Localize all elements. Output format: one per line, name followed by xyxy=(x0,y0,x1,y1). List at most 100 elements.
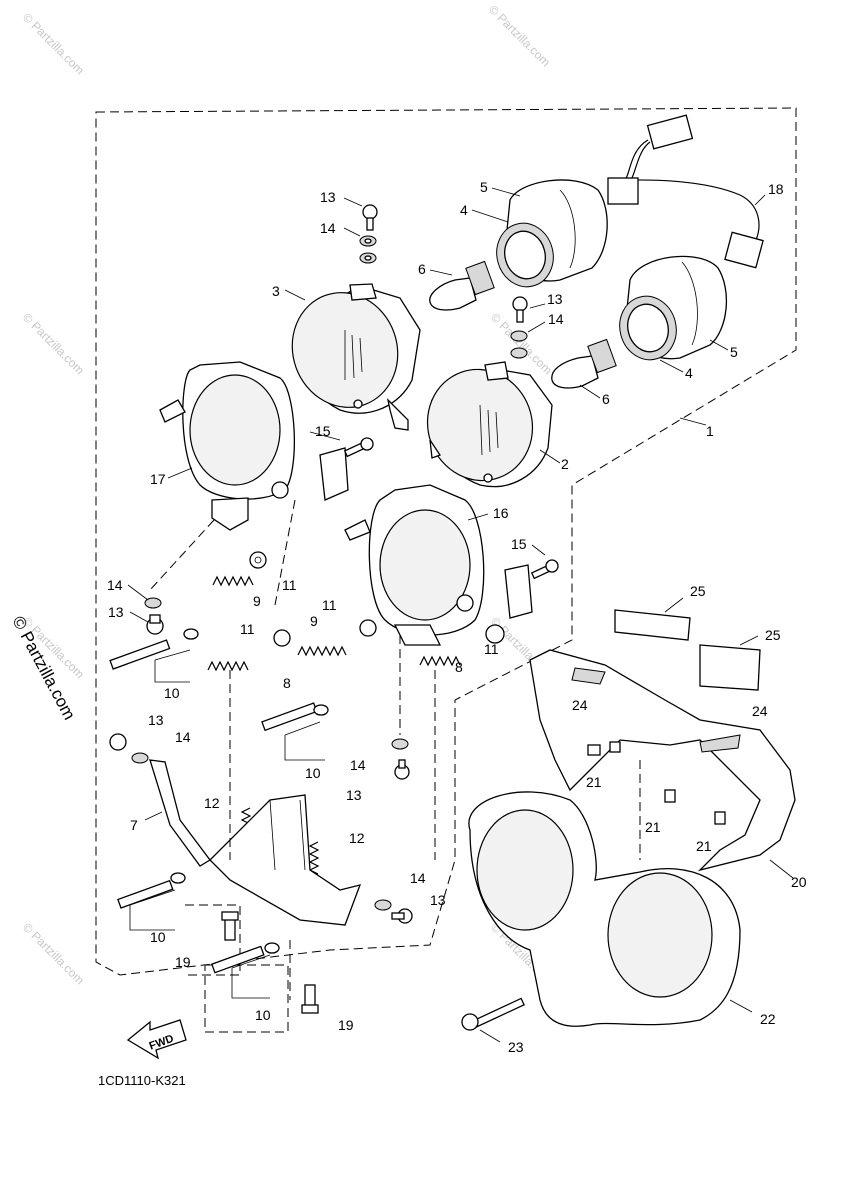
grommet-11 xyxy=(249,551,267,569)
callout-14: 14 xyxy=(320,220,336,236)
callout-17: 17 xyxy=(150,471,166,487)
callout-15: 15 xyxy=(511,536,527,552)
spring-9 xyxy=(212,575,254,587)
spring-12 xyxy=(308,841,320,875)
grommet-11 xyxy=(273,629,291,647)
callout-14: 14 xyxy=(410,870,426,886)
callout-24: 24 xyxy=(752,703,768,719)
headlight-housing-5-lower xyxy=(619,255,728,361)
washer-14 xyxy=(144,597,162,609)
spring-9 xyxy=(297,645,347,657)
callout-10: 10 xyxy=(164,685,180,701)
callout-13: 13 xyxy=(346,787,362,803)
callout-9: 9 xyxy=(310,613,318,629)
screw-13 xyxy=(362,204,378,231)
bolt-15 xyxy=(530,559,559,580)
callout-24: 24 xyxy=(572,697,588,713)
washer-14 xyxy=(391,738,409,750)
watermark: © Partzilla.com xyxy=(20,10,87,77)
callout-25: 25 xyxy=(690,583,706,599)
callout-4: 4 xyxy=(460,202,468,218)
watermark: © Partzilla.com xyxy=(486,2,553,69)
callout-10: 10 xyxy=(305,765,321,781)
callout-19: 19 xyxy=(338,1017,354,1033)
callout-5: 5 xyxy=(730,344,738,360)
headlight-unit-3 xyxy=(291,283,421,431)
spring-8 xyxy=(419,655,461,667)
washer-14 xyxy=(510,347,528,359)
grommet-11 xyxy=(485,624,505,644)
bezel-ring-16 xyxy=(344,484,485,646)
clip-21 xyxy=(714,811,726,825)
callout-13: 13 xyxy=(320,189,336,205)
drawing-code: 1CD1110-K321 xyxy=(98,1073,186,1088)
callout-14: 14 xyxy=(175,729,191,745)
assembly-boundary xyxy=(95,107,797,976)
callout-13: 13 xyxy=(148,712,164,728)
callout-25: 25 xyxy=(765,627,781,643)
bolt-19 xyxy=(221,911,239,941)
callout-10: 10 xyxy=(255,1007,271,1023)
callout-4: 4 xyxy=(685,365,693,381)
callout-20: 20 xyxy=(791,874,807,890)
screw-13 xyxy=(109,733,127,751)
headlight-housing-5-upper xyxy=(496,179,608,288)
bolt-10 xyxy=(211,942,280,974)
callout-23: 23 xyxy=(508,1039,524,1055)
callout-21: 21 xyxy=(696,838,712,854)
callout-21: 21 xyxy=(645,819,661,835)
callout-19: 19 xyxy=(175,954,191,970)
washer-14 xyxy=(374,899,392,911)
bolt-10 xyxy=(261,702,329,732)
wire-harness-18 xyxy=(607,114,764,269)
callout-6: 6 xyxy=(418,261,426,277)
callout-11: 11 xyxy=(282,577,297,593)
meter-panel-20 xyxy=(529,649,796,872)
bolt-23 xyxy=(461,997,525,1031)
plate-25 xyxy=(614,609,691,641)
bracket-plate xyxy=(504,564,533,619)
meter-cover-22 xyxy=(468,791,741,1027)
subassembly-box-10 xyxy=(185,904,241,976)
washer-14 xyxy=(359,235,377,247)
callout-13: 13 xyxy=(108,604,124,620)
callout-13: 13 xyxy=(430,892,446,908)
bolt-15 xyxy=(343,437,374,458)
callout-11: 11 xyxy=(484,641,499,657)
callout-9: 9 xyxy=(253,593,261,609)
clip-21 xyxy=(664,789,676,803)
watermark: © Partzilla.com xyxy=(20,310,87,377)
callout-1: 1 xyxy=(706,423,714,439)
washer-14 xyxy=(510,330,528,342)
callout-5: 5 xyxy=(480,179,488,195)
callout-11: 11 xyxy=(240,621,255,637)
screw-13 xyxy=(512,296,528,323)
bulb-6-lower xyxy=(551,338,617,389)
bezel-ring-17 xyxy=(159,361,296,531)
washer-14 xyxy=(131,752,149,764)
plate-25 xyxy=(699,644,761,691)
fwd-arrow-icon: FWD xyxy=(126,1019,187,1060)
leader-lines xyxy=(127,187,794,1043)
spring-8 xyxy=(207,660,249,672)
callout-15: 15 xyxy=(315,423,331,439)
callout-10: 10 xyxy=(150,929,166,945)
bolt-10 xyxy=(117,872,186,909)
callout-7: 7 xyxy=(130,817,138,833)
callout-12: 12 xyxy=(349,830,365,846)
callouts: 1 2 3 4 4 5 5 6 6 7 8 8 9 9 10 10 10 10 … xyxy=(107,179,807,1055)
callout-11: 11 xyxy=(322,597,337,613)
callout-2: 2 xyxy=(561,456,569,472)
bracket-plate xyxy=(319,447,349,501)
callout-14: 14 xyxy=(107,577,123,593)
callout-8: 8 xyxy=(455,659,463,675)
washer-14 xyxy=(359,252,377,264)
clip-21 xyxy=(587,741,621,756)
bolt-19 xyxy=(301,984,319,1014)
screw-13 xyxy=(391,908,413,924)
bolt-10 xyxy=(109,628,199,670)
callout-14: 14 xyxy=(350,757,366,773)
grommet-11 xyxy=(359,619,377,637)
subassembly-box-10b xyxy=(204,964,289,1033)
